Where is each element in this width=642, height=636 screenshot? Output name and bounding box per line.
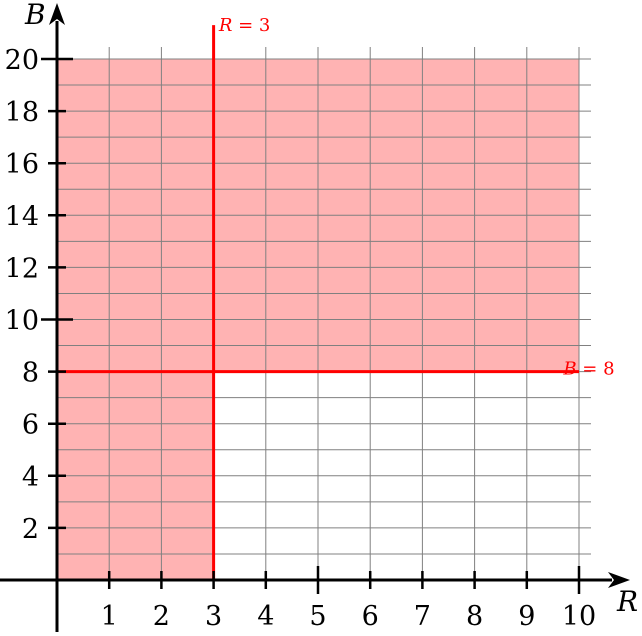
y-tick-label: 4 xyxy=(22,462,39,493)
x-tick-label: 4 xyxy=(257,601,274,632)
y-axis-label: B xyxy=(24,0,46,31)
y-tick-label: 8 xyxy=(22,358,39,389)
x-tick-label: 8 xyxy=(466,601,483,632)
y-tick-label: 2 xyxy=(22,514,39,545)
axes xyxy=(0,3,630,632)
x-tick-label: 7 xyxy=(414,601,431,632)
x-tick-label: 5 xyxy=(309,601,326,632)
y-tick-label: 12 xyxy=(5,253,39,284)
y-tick-label: 20 xyxy=(5,45,39,76)
x-tick-label: 6 xyxy=(362,601,379,632)
x-axis-label: R xyxy=(616,585,638,618)
x-tick-label: 2 xyxy=(153,601,170,632)
x-tick-label: 3 xyxy=(205,601,222,632)
y-tick-label: 6 xyxy=(22,410,39,441)
y-tick-label: 18 xyxy=(5,97,39,128)
boundary-line-label: R = 3 xyxy=(218,15,271,36)
x-tick-label: 9 xyxy=(518,601,535,632)
x-tick-label: 1 xyxy=(101,601,118,632)
boundary-lines: R = 3 B = 8 xyxy=(57,15,615,580)
x-tick-label: 10 xyxy=(562,601,596,632)
y-tick-label: 10 xyxy=(5,306,39,337)
y-axis-arrow xyxy=(49,3,65,25)
boundary-line-label: B = 8 xyxy=(562,359,614,380)
y-tick-label: 16 xyxy=(5,149,39,180)
x-axis-arrow xyxy=(608,572,630,588)
y-tick-label: 14 xyxy=(5,201,39,232)
